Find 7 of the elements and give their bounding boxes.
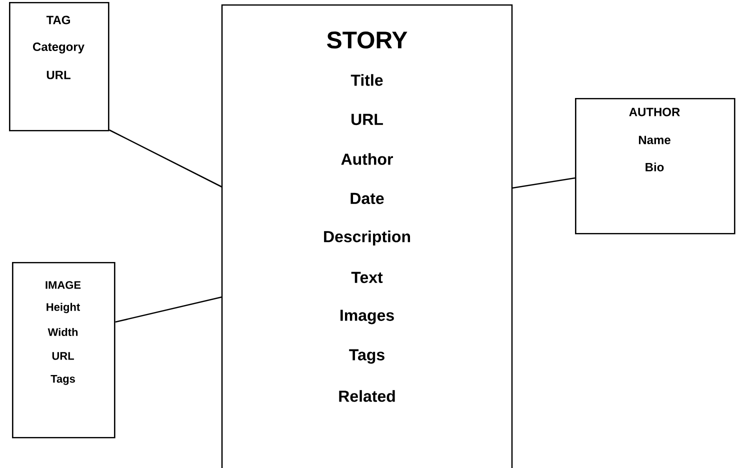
entity-box: STORY Title URL Author Date Description Text Images Tags Related <box>221 4 513 468</box>
entity-box: TAG Category URL <box>9 2 110 132</box>
entity-box: AUTHOR Name Bio <box>575 98 736 234</box>
entity-box: IMAGE Height Width URL Tags <box>12 262 116 438</box>
connector-line <box>115 296 222 323</box>
connector-line <box>512 177 576 189</box>
connector-line <box>109 129 222 188</box>
